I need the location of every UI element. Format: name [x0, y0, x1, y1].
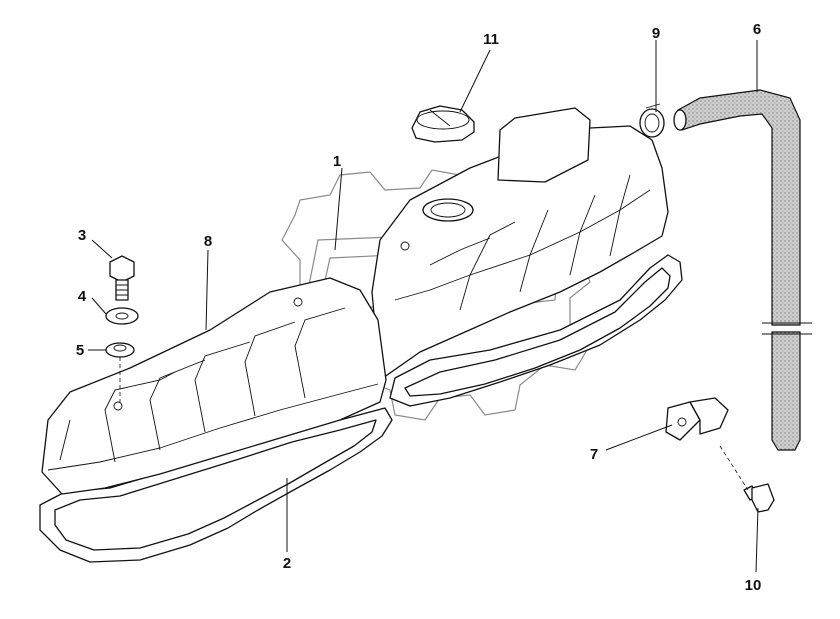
valve-cover-part-1 — [371, 107, 669, 381]
washer-part-4 — [105, 307, 139, 325]
callout-6: 6 — [753, 21, 761, 38]
callout-10: 10 — [745, 577, 762, 594]
callout-labels: 1 2 3 4 5 6 7 8 9 10 11 — [76, 21, 762, 594]
callout-9: 9 — [652, 25, 660, 42]
breather-hose-part-6 — [673, 89, 812, 451]
hose-bracket-part-7 — [665, 397, 729, 441]
callout-5: 5 — [76, 342, 84, 359]
oil-filler-cap-part-11 — [411, 105, 475, 143]
callout-8: 8 — [204, 233, 212, 250]
gasket-rear — [389, 254, 683, 407]
bolt-part-3 — [109, 255, 135, 301]
callout-1: 1 — [333, 153, 341, 170]
bolt-part-10 — [719, 445, 775, 513]
callout-2: 2 — [283, 555, 291, 572]
callout-11: 11 — [483, 31, 499, 48]
leader-lines — [88, 40, 759, 573]
callout-7: 7 — [590, 446, 598, 463]
callout-3: 3 — [78, 227, 86, 244]
callout-4: 4 — [78, 288, 87, 305]
hose-clamp-part-9 — [639, 103, 665, 138]
